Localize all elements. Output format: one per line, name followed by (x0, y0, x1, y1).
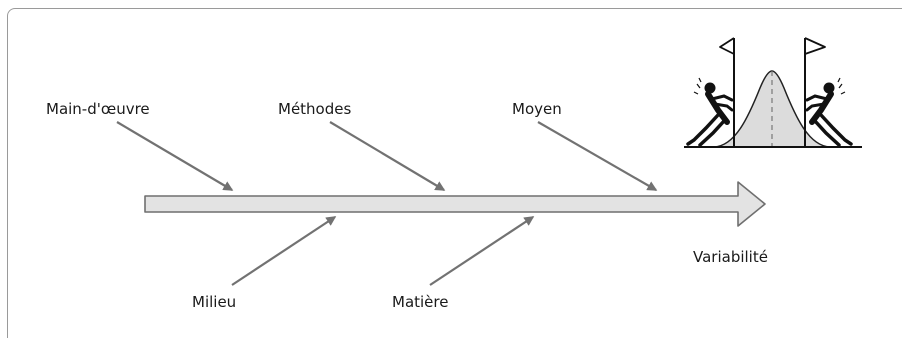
cause-arrow-methodes (329, 121, 446, 191)
cause-arrow-matiere (429, 216, 535, 286)
right-pushing-figure-icon (805, 77, 853, 147)
cause-label-methodes: Méthodes (278, 100, 351, 118)
cause-label-milieu: Milieu (192, 293, 236, 311)
right-flag-icon (804, 37, 826, 55)
cause-label-main-doeuvre: Main-d'œuvre (46, 100, 150, 118)
cause-arrow-main-doeuvre (116, 121, 234, 191)
cause-label-matiere: Matière (392, 293, 448, 311)
effect-spine-arrow (144, 181, 766, 227)
cause-arrow-milieu (231, 216, 337, 286)
left-flag-icon (719, 37, 735, 55)
left-pushing-figure-icon (686, 77, 734, 147)
effect-label: Variabilité (693, 248, 768, 266)
diagram-frame (7, 8, 902, 338)
cause-arrow-moyen (537, 121, 658, 191)
cause-label-moyen: Moyen (512, 100, 562, 118)
tug-of-war-icon (684, 37, 862, 148)
